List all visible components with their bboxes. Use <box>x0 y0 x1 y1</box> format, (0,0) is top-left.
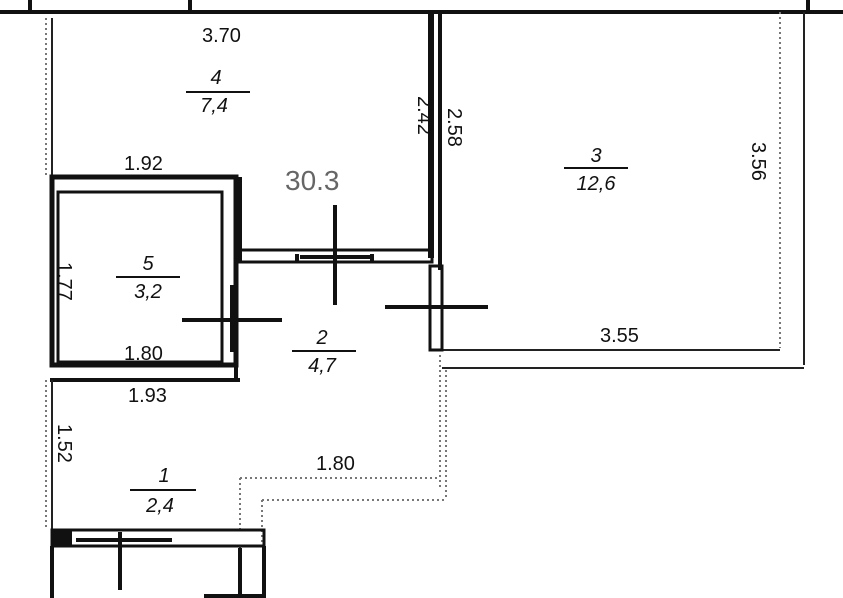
dim-room4-top: 3.70 <box>202 25 241 47</box>
room5-number: 5 <box>142 253 154 275</box>
dim-room5-bottom-inner: 1.80 <box>124 343 163 365</box>
room4-area: 7,4 <box>200 95 228 117</box>
total-area: 30.3 <box>285 165 340 196</box>
dim-room5-top: 1.92 <box>124 153 163 175</box>
dim-room5-bottom-outer: 1.93 <box>128 385 167 407</box>
dim-hall-left: 1.52 <box>53 424 75 463</box>
dim-room3-bottom: 3.55 <box>600 325 639 347</box>
partition-4-3-b <box>438 12 442 270</box>
dim-room4-right: 2.42 <box>413 96 435 135</box>
room3-number: 3 <box>590 145 601 167</box>
room2-number: 2 <box>315 327 327 349</box>
room5-walls-inner <box>56 190 224 364</box>
door-3-jamb <box>428 264 444 352</box>
room2-area: 4,7 <box>308 355 337 377</box>
room3-area: 12,6 <box>577 173 617 195</box>
room4-number: 4 <box>210 67 221 89</box>
room1-number: 1 <box>158 465 169 487</box>
dim-hall-bottom: 1.80 <box>316 453 355 475</box>
room5-area: 3,2 <box>134 281 162 303</box>
entrance-block-left <box>52 530 72 546</box>
dim-room3-right: 3.56 <box>747 142 769 181</box>
partition-4-3 <box>428 12 434 258</box>
wall-4-2-tick1 <box>295 254 299 262</box>
dim-room3-left: 2.58 <box>443 108 465 147</box>
room5-right-wall <box>236 177 242 262</box>
room1-area: 2,4 <box>145 495 174 517</box>
dim-room5-left: 1.77 <box>53 262 75 301</box>
